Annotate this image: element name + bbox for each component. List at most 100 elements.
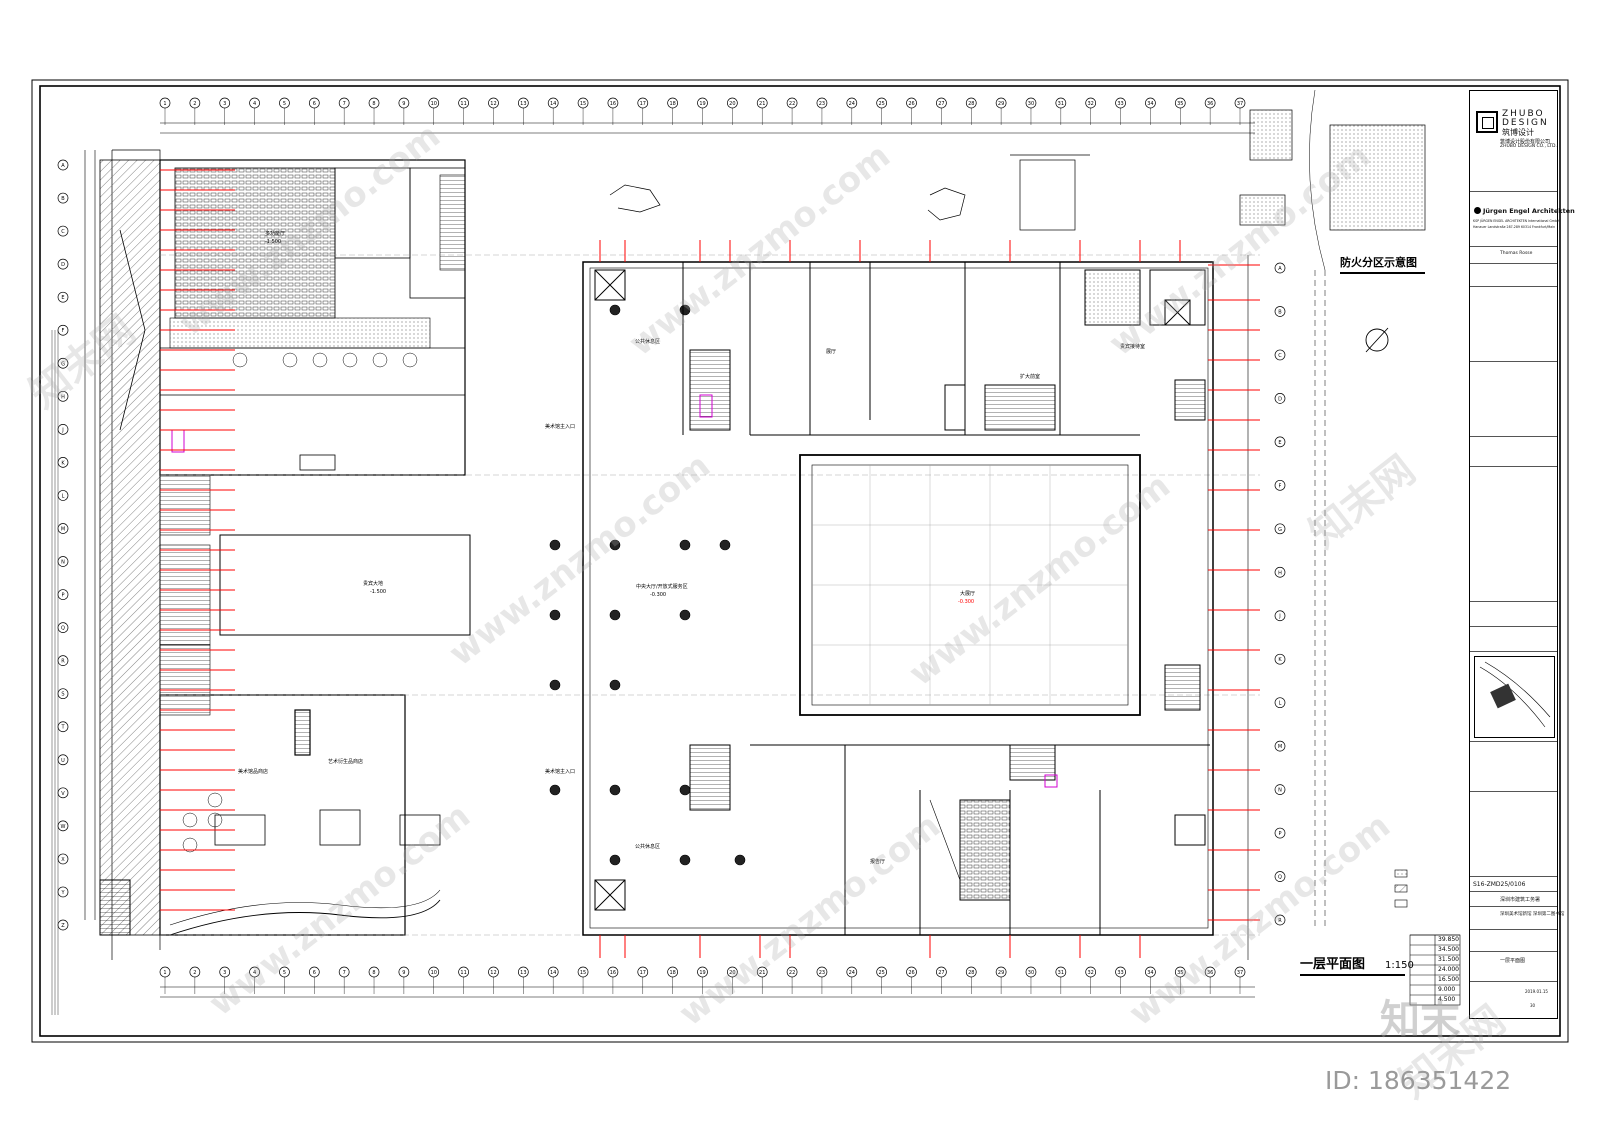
grid-bubble-row: F (1274, 479, 1286, 491)
grid-bubble-col: 31 (1055, 966, 1067, 978)
grid-bubble-label: 35 (1177, 970, 1183, 976)
room-label: 贵宾大地 (363, 581, 384, 587)
grid-bubble-label: 27 (938, 970, 944, 976)
grid-bubble-label: 37 (1237, 101, 1243, 107)
grid-bubble-label: 14 (550, 101, 556, 107)
grid-bubble-col: 6 (308, 97, 320, 109)
elevation-value: 24.000 (1438, 966, 1459, 973)
grid-bubble-col: 26 (906, 966, 917, 978)
grid-bubble-col: 21 (756, 966, 768, 978)
grid-bubble-col: 12 (488, 966, 499, 978)
grid-bubble-label: U (61, 758, 65, 764)
grid-bubble-label: G (61, 361, 65, 367)
column (719, 539, 731, 551)
room-label: 报告厅 (870, 859, 886, 865)
grid-bubble-row: C (1274, 349, 1286, 361)
outer-border (31, 79, 1569, 1043)
grid-bubble-col: 2 (189, 966, 201, 978)
grid-bubble-label: B (61, 196, 65, 202)
room-level: -0.300 (958, 599, 975, 605)
dining-tables (182, 352, 418, 853)
grid-bubble-col: 37 (1234, 97, 1246, 109)
grid-bubble-col: 15 (577, 966, 589, 978)
grid-bubble-label: 28 (968, 970, 974, 976)
grid-bubble-label: F (1279, 483, 1282, 489)
grid-bubble-col: 13 (517, 97, 529, 109)
room-label: 大展厅 (960, 591, 976, 597)
grid-bubble-label: 34 (1147, 970, 1153, 976)
grid-bubble-col: 7 (338, 97, 350, 109)
grid-bubble-row: M (1274, 740, 1286, 752)
room-label: 公共休息区 (635, 844, 661, 850)
grid-bubble-row: H (57, 390, 69, 402)
column (679, 609, 691, 621)
grid-bubble-label: 34 (1147, 101, 1153, 107)
grid-bubble-col: 17 (637, 966, 649, 978)
main-building (582, 261, 1214, 936)
partner-address-1: KSP JÜRGEN ENGEL ARCHITEKTEN Internation… (1473, 219, 1560, 223)
grid-bubble-label: 29 (998, 101, 1004, 107)
grid-bubble-label: 26 (908, 101, 914, 107)
grid-bubble-label: N (1278, 788, 1282, 794)
grid-bubble-label: 5 (283, 970, 286, 976)
grid-bubble-label: 26 (908, 970, 914, 976)
grid-bubble-col: 31 (1055, 97, 1067, 109)
grid-bubble-row: G (1274, 523, 1286, 535)
grid-bubble-col: 7 (338, 966, 350, 978)
grid-bubble-label: 37 (1237, 970, 1243, 976)
grid-bubble-row: E (1274, 436, 1286, 448)
grid-bubble-label: 36 (1207, 101, 1213, 107)
grid-bubble-row: D (1274, 393, 1286, 404)
grid-bubble-label: A (61, 163, 65, 169)
column (609, 304, 621, 316)
elevation-value: 34.500 (1438, 946, 1459, 953)
sheet-title: 一层平面图 (1500, 958, 1526, 964)
grid-bubble-col: 33 (1115, 97, 1126, 109)
grid-bubble-label: G (1278, 527, 1282, 533)
grid-bubble-col: 32 (1085, 97, 1097, 109)
grid-bubble-row: L (1274, 697, 1286, 709)
grid-bubble-col: 1 (159, 97, 171, 109)
grid-bubble-label: 1 (163, 101, 166, 107)
grid-bubble-label: 30 (1028, 101, 1034, 107)
column (679, 854, 691, 866)
grid-bubble-label: F (62, 328, 65, 334)
grid-bubble-col: 2 (189, 97, 201, 109)
grid-bubble-label: 15 (580, 101, 586, 107)
grid-bubble-label: 24 (849, 970, 855, 976)
grid-bubble-label: 2 (193, 101, 196, 107)
grid-bubble-label: 14 (550, 970, 556, 976)
grid-bubble-col: 3 (219, 97, 231, 109)
grid-bubble-label: 36 (1207, 970, 1213, 976)
grid-bubble-col: 14 (547, 97, 559, 109)
grid-bubble-label: 1 (163, 970, 166, 976)
north-arrow-symbol (1365, 327, 1389, 353)
grid-bubble-row: K (1274, 653, 1286, 665)
column (549, 679, 561, 691)
grid-bubble-label: 7 (343, 970, 346, 976)
room-label: 美术馆品商店 (238, 769, 269, 775)
room-label: 展厅 (826, 349, 837, 355)
grid-bubble-label: 4 (253, 970, 256, 976)
grid-bubble-col: 1 (159, 966, 171, 978)
grid-bubble-col: 17 (637, 97, 649, 109)
grid-bubble-label: 33 (1117, 970, 1123, 976)
grid-bubble-label: 35 (1177, 101, 1183, 107)
grid-bubble-row: N (1274, 784, 1286, 795)
sheet-number: 30 (1530, 1003, 1536, 1008)
room-level: -0.300 (650, 592, 667, 598)
grid-bubble-label: J (1278, 614, 1280, 620)
grid-bubble-col: 19 (697, 966, 708, 978)
grid-bubble-label: 20 (729, 970, 735, 976)
south-rooms (594, 664, 1210, 935)
grid-bubble-row: H (1274, 566, 1286, 578)
grid-bubble-label: E (61, 295, 64, 301)
grid-bubble-row: N (57, 556, 69, 567)
grid-bubble-row: J (57, 423, 69, 435)
grid-bubble-label: 3 (223, 970, 226, 976)
grid-bubble-label: Z (61, 923, 65, 929)
grid-bubble-row: R (1274, 914, 1286, 926)
grid-bubble-col: 35 (1174, 966, 1186, 978)
grid-bubble-label: 9 (402, 101, 405, 107)
room-level: -1.500 (265, 239, 282, 245)
